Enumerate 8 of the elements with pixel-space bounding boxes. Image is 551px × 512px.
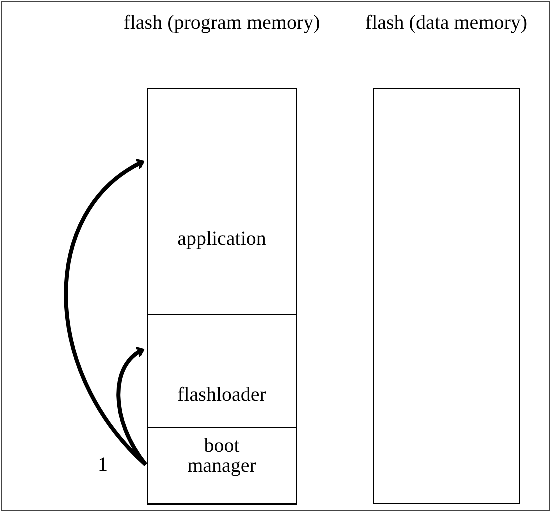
memory-heading: flash (data memory): [364, 12, 529, 35]
region-label: application: [176, 229, 268, 249]
region-label: boot manager: [186, 436, 258, 476]
region-label: flashloader: [176, 385, 268, 405]
curved-arrow: [116, 348, 148, 466]
memory-heading: flash (program memory): [122, 12, 322, 35]
step-number: 1: [98, 455, 108, 475]
curved-arrow: [64, 160, 148, 466]
